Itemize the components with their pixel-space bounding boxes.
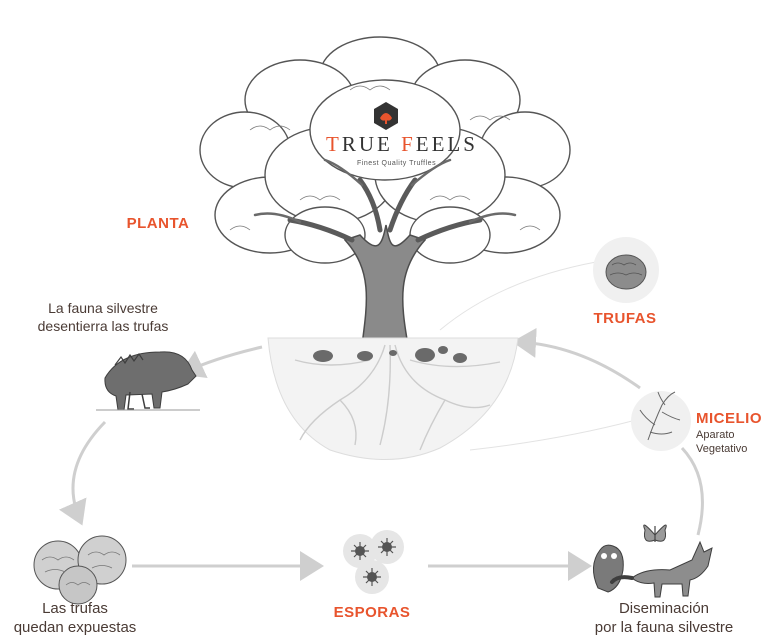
arrow-mycelium-to-soil (512, 327, 641, 390)
label-micelio: MICELIO Aparato Vegetativo (696, 410, 762, 455)
arrow-boar-to-truffles (59, 420, 107, 526)
arrow-animals-to-mycelium (680, 446, 704, 536)
brand-tagline: Finest Quality Truffles (357, 160, 437, 167)
label-trufas-expuestas: Las trufas quedan expuestas (13, 600, 137, 636)
label-trufas: TRUFAS (593, 310, 657, 327)
oak-tree-illustration (199, 36, 571, 346)
wild-boar-icon (96, 351, 200, 411)
spores-icon (343, 530, 404, 594)
truffle-icon (593, 237, 659, 303)
brand-name: TRUE FEELS (326, 132, 478, 156)
label-diseminacion: Diseminación por la fauna silvestre (594, 600, 734, 636)
truffles-icon (33, 535, 127, 605)
fox (631, 540, 713, 598)
connector-lines (439, 261, 637, 451)
label-esporas: ESPORAS (333, 604, 411, 621)
arrow-soil-to-boar (179, 345, 263, 378)
buried-truffles (313, 346, 467, 363)
owl-fox-butterfly-icon (593, 524, 713, 598)
mycelium-icon (631, 391, 691, 451)
soil-roots-illustration (267, 337, 519, 461)
true-feels-logo (374, 102, 398, 130)
label-fauna-desentierra: La fauna silvestre desentierra las trufa… (37, 300, 169, 334)
owl (593, 544, 624, 593)
cycle-arrows (59, 327, 704, 581)
label-planta: PLANTA (126, 215, 190, 232)
